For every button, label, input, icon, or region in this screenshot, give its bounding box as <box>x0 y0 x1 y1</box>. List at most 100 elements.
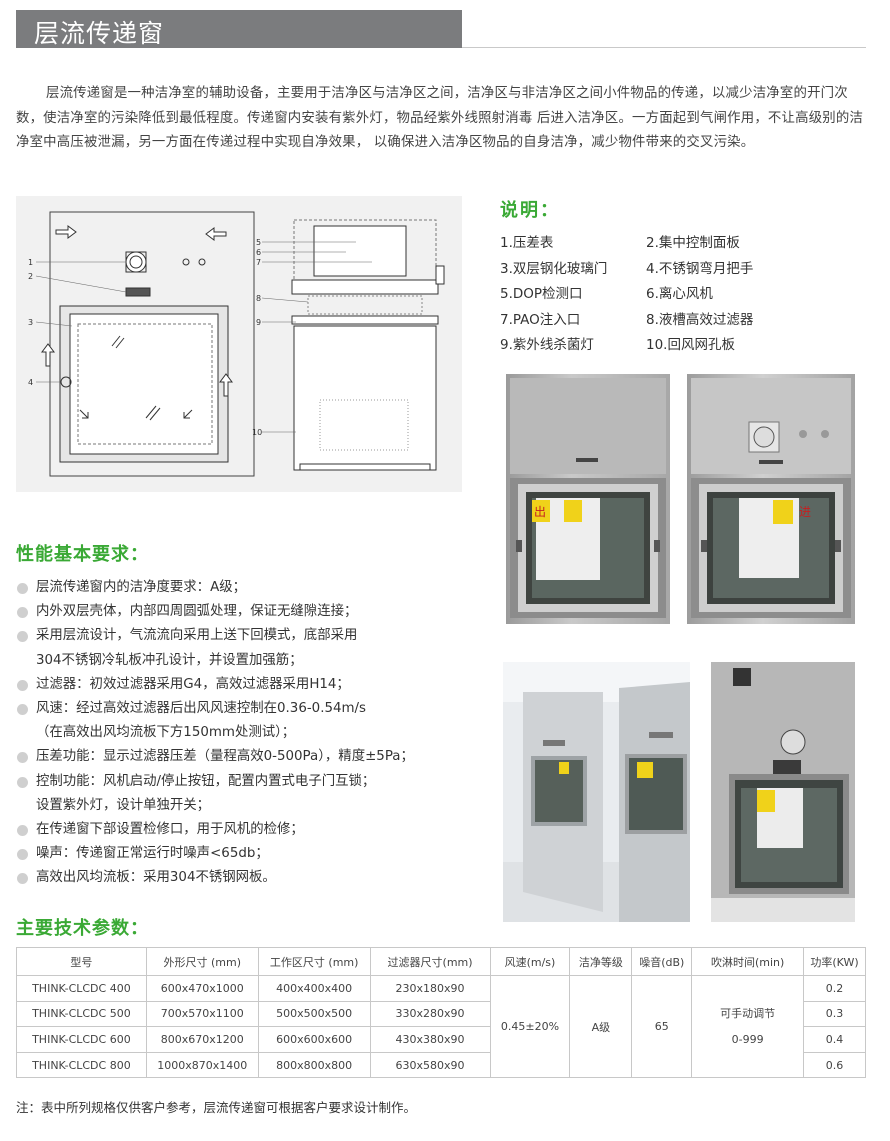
table-cell: 430x380x90 <box>369 1026 491 1053</box>
performance-item: 噪声：传递窗正常运行时噪声<65db； <box>16 842 486 866</box>
performance-item-continuation: （在高效出风均流板下方150mm处测试）； <box>36 725 296 741</box>
table-cell: 700x570x1100 <box>145 1000 259 1028</box>
performance-item: 控制功能：风机启动/停止按钮，配置内置式电子门互锁； <box>16 770 486 794</box>
footnote: 注：表中所列规格仅供客户参考，层流传递窗可根据客户要求设计制作。 <box>16 1100 417 1115</box>
performance-item-text: 压差功能：显示过滤器压差（量程高效0-500Pa），精度±5Pa； <box>36 749 414 765</box>
legend-item: 1.压差表 <box>500 235 554 251</box>
table-cell: 65 <box>631 974 693 1079</box>
structure-diagram: 1 2 3 4 5 6 7 8 9 10 <box>16 196 462 492</box>
params-title: 主要技术参数： <box>16 918 149 939</box>
params-table: 型号外形尺寸 (mm)工作区尺寸 (mm)过滤器尺寸(mm)风速(m/s)洁净等… <box>16 947 866 1079</box>
performance-item: 高效出风均流板：采用304不锈钢网板。 <box>16 866 486 890</box>
performance-item-text: 内外双层壳体，内部四周圆弧处理，保证无缝隙连接； <box>36 604 358 620</box>
table-header-row: 型号外形尺寸 (mm)工作区尺寸 (mm)过滤器尺寸(mm)风速(m/s)洁净等… <box>16 947 866 976</box>
performance-item-text: 采用层流设计，气流流向采用上送下回模式，底部采用 <box>36 628 358 644</box>
performance-item-text: 风速：经过高效过滤器后出风风速控制在0.36-0.54m/s <box>36 701 367 717</box>
table-cell: A级 <box>569 974 633 1079</box>
legend-item: 6.离心风机 <box>646 286 713 302</box>
performance-title: 性能基本要求： <box>16 544 149 565</box>
table-header-cell: 噪音(dB) <box>631 947 693 976</box>
table-cell: 400x400x400 <box>257 975 371 1002</box>
table-header-cell: 外形尺寸 (mm) <box>145 947 259 976</box>
table-cell: THINK-CLCDC 500 <box>16 1000 147 1028</box>
performance-item-text: 高效出风均流板：采用304不锈钢网板。 <box>36 870 276 886</box>
table-cell: THINK-CLCDC 600 <box>16 1026 147 1053</box>
table-cell: 600x470x1000 <box>145 975 259 1002</box>
diagram-label-3: 3 <box>28 318 33 327</box>
table-cell: 0.2 <box>803 975 866 1002</box>
performance-item: 在传递窗下部设置检修口，用于风机的检修； <box>16 818 486 842</box>
table-cell: 630x580x90 <box>369 1051 491 1079</box>
time-range-text: 0-999 <box>731 1032 764 1046</box>
performance-item-text: 在传递窗下部设置检修口，用于风机的检修； <box>36 822 304 838</box>
page-title-bar: 层流传递窗 <box>16 10 462 48</box>
performance-item-text: 控制功能：风机启动/停止按钮，配置内置式电子门互锁； <box>36 773 376 789</box>
table-cell: 可手动调节 0-999 <box>691 974 805 1079</box>
table-cell: THINK-CLCDC 800 <box>16 1051 147 1079</box>
bullet-icon <box>17 873 28 885</box>
table-cell: 0.3 <box>803 1000 866 1028</box>
performance-item-text: 层流传递窗内的洁净度要求：A级； <box>36 580 247 595</box>
performance-item: 过滤器：初效过滤器采用G4，高效过滤器采用H14； <box>16 673 486 697</box>
legend-item: 2.集中控制面板 <box>646 235 740 251</box>
diagram-label-9: 9 <box>256 318 261 327</box>
performance-item: 层流传递窗内的洁净度要求：A级； <box>16 576 486 600</box>
table-header-cell: 过滤器尺寸(mm) <box>369 947 491 976</box>
bullet-icon <box>17 583 28 594</box>
table-header-cell: 吹淋时间(min) <box>691 947 805 976</box>
bullet-icon <box>17 849 28 861</box>
performance-item: 采用层流设计，气流流向采用上送下回模式，底部采用 <box>16 624 486 648</box>
door-sign-out: 出 <box>534 505 546 519</box>
table-cell: 230x180x90 <box>369 975 491 1002</box>
bullet-icon <box>17 752 28 764</box>
table-header-cell: 洁净等级 <box>569 947 633 976</box>
bullet-icon <box>17 825 28 837</box>
installation-photo-room <box>503 662 690 922</box>
bullet-icon <box>17 679 28 691</box>
title-divider <box>462 47 866 48</box>
bullet-icon <box>17 631 28 643</box>
table-cell: 0.4 <box>803 1026 866 1053</box>
page-title: 层流传递窗 <box>34 19 165 48</box>
table-cell: THINK-CLCDC 400 <box>16 975 147 1002</box>
table-cell: 1000x870x1400 <box>145 1051 259 1079</box>
legend-item: 5.DOP检测口 <box>500 286 583 302</box>
table-cell: 0.6 <box>803 1051 866 1079</box>
legend-item: 10.回风网孔板 <box>646 337 735 353</box>
performance-item-continuation: 设置紫外灯，设计单独开关； <box>36 797 211 813</box>
installation-photo-wall <box>711 662 855 922</box>
diagram-label-4: 4 <box>28 378 33 387</box>
performance-item: 风速：经过高效过滤器后出风风速控制在0.36-0.54m/s <box>16 697 486 721</box>
bullet-icon <box>17 776 28 788</box>
time-adjust-text: 可手动调节 <box>720 1006 776 1020</box>
legend-item: 3.双层钢化玻璃门 <box>500 261 608 277</box>
legend-item: 9.紫外线杀菌灯 <box>500 337 594 353</box>
intro-paragraph: 层流传递窗是一种洁净室的辅助设备，主要用于洁净区与洁净区之间，洁净区与非洁净区之… <box>16 86 864 150</box>
performance-list: 层流传递窗内的洁净度要求：A级； 内外双层壳体，内部四周圆弧处理，保证无缝隙连接；… <box>16 576 486 891</box>
bullet-icon <box>17 607 28 619</box>
product-photo-front: 出 <box>506 374 670 624</box>
diagram-label-10: 10 <box>252 428 262 437</box>
table-cell: 330x280x90 <box>369 1000 491 1028</box>
table-header-cell: 工作区尺寸 (mm) <box>257 947 371 976</box>
performance-item-text: 噪声：传递窗正常运行时噪声<65db； <box>36 846 269 862</box>
bullet-icon <box>17 704 28 716</box>
table-header-cell: 功率(KW) <box>803 947 866 976</box>
table-header-cell: 风速(m/s) <box>489 947 571 976</box>
door-sign-in: 进 <box>799 505 811 519</box>
diagram-label-8: 8 <box>256 294 261 303</box>
legend-title: 说明： <box>500 200 560 221</box>
performance-item-text: 过滤器：初效过滤器采用G4，高效过滤器采用H14； <box>36 676 350 692</box>
legend-item: 7.PAO注入口 <box>500 312 581 328</box>
performance-item: 压差功能：显示过滤器压差（量程高效0-500Pa），精度±5Pa； <box>16 745 486 769</box>
diagram-label-2: 2 <box>28 272 33 281</box>
diagram-label-5: 5 <box>256 238 261 247</box>
table-cell: 800x800x800 <box>257 1051 371 1079</box>
diagram-label-7: 7 <box>256 258 261 267</box>
table-cell: 800x670x1200 <box>145 1026 259 1053</box>
legend-item: 4.不锈钢弯月把手 <box>646 261 754 277</box>
legend-item: 8.液槽高效过滤器 <box>646 312 754 328</box>
product-photo-back: 进 <box>687 374 855 624</box>
